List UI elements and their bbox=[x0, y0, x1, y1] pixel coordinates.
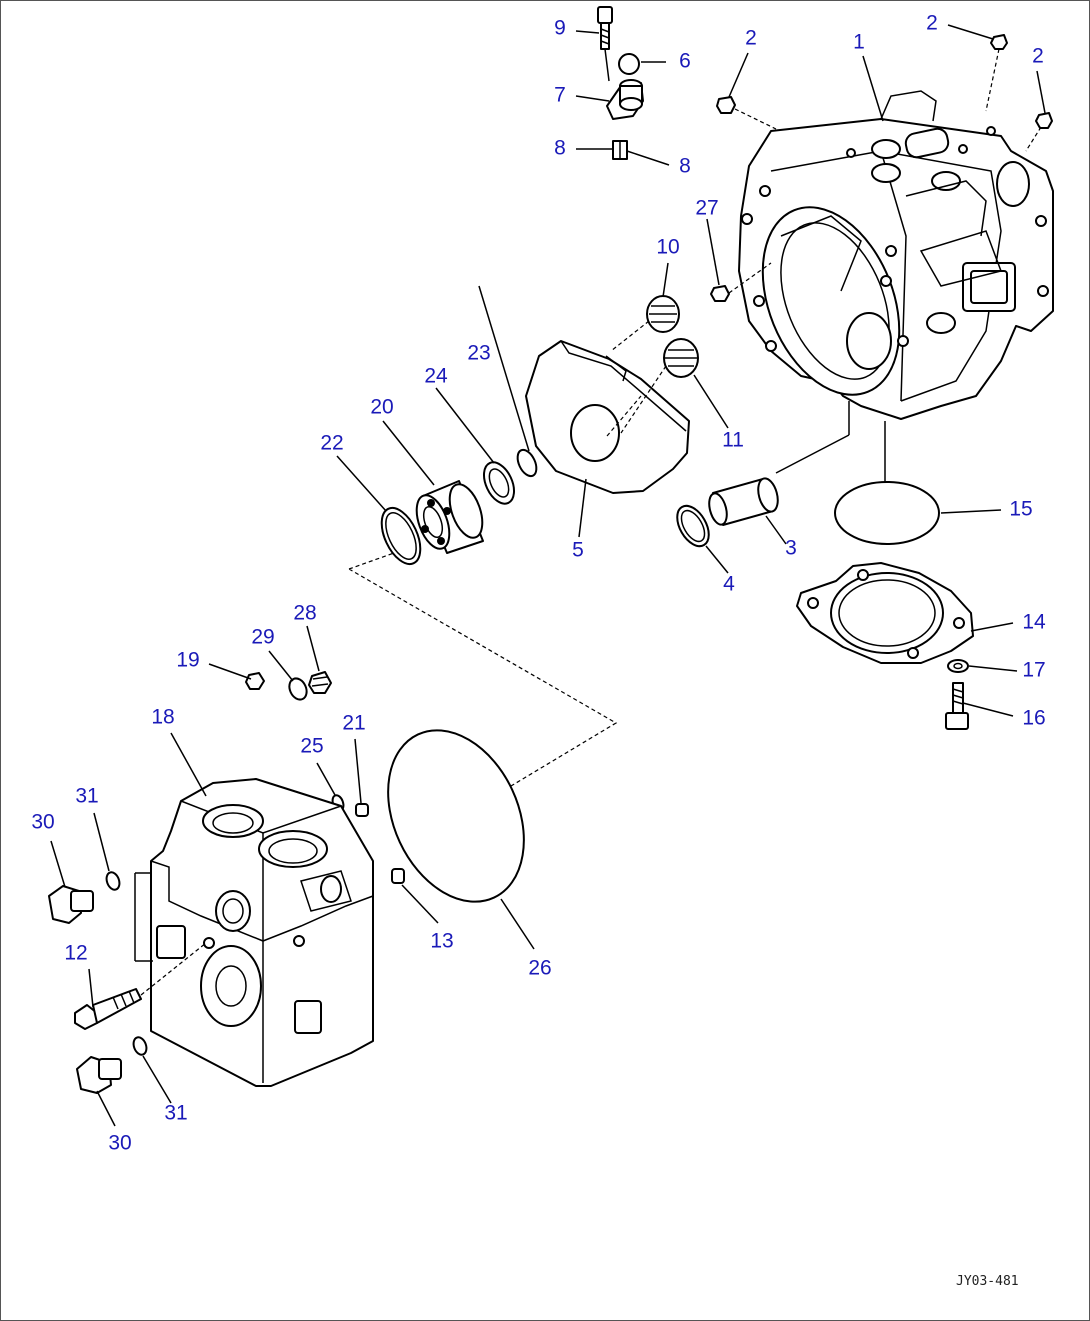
pump-case-part-1 bbox=[738, 90, 1054, 420]
callout-31: 31 bbox=[164, 1102, 187, 1125]
callout-6: 6 bbox=[679, 50, 691, 73]
pin-part-13 bbox=[391, 868, 405, 884]
plug-part-2 bbox=[716, 34, 1053, 152]
bracket-part-7 bbox=[606, 79, 644, 120]
callout-3: 3 bbox=[785, 537, 797, 560]
pin-part-8 bbox=[612, 140, 628, 160]
callout-1: 1 bbox=[853, 31, 865, 54]
callout-13: 13 bbox=[430, 930, 453, 953]
callout-labels: 9 6 7 8 8 2 2 2 1 27 10 11 23 24 20 22 5… bbox=[31, 12, 1046, 1155]
bolt-part-16 bbox=[945, 682, 969, 730]
plug-part-11 bbox=[663, 338, 699, 378]
o-ring-part-29 bbox=[288, 677, 308, 701]
callout-23: 23 bbox=[467, 342, 490, 365]
o-ring-part-26 bbox=[387, 729, 525, 903]
callout-15: 15 bbox=[1009, 498, 1032, 521]
ring-part-23 bbox=[516, 448, 538, 478]
plug-part-19 bbox=[245, 672, 265, 690]
callout-19: 19 bbox=[176, 649, 199, 672]
bolt-part-9 bbox=[597, 6, 613, 82]
drawing-code: JY03-481 bbox=[956, 1274, 1019, 1289]
snap-ring-part-22 bbox=[380, 506, 422, 566]
callout-30: 30 bbox=[108, 1132, 131, 1155]
callout-30: 30 bbox=[31, 811, 54, 834]
callout-9: 9 bbox=[554, 17, 566, 40]
plug-part-27 bbox=[710, 262, 772, 302]
plug-part-30-upper bbox=[48, 885, 94, 924]
callout-7: 7 bbox=[554, 84, 566, 107]
callout-26: 26 bbox=[528, 957, 551, 980]
callout-17: 17 bbox=[1022, 659, 1045, 682]
callout-2: 2 bbox=[745, 27, 757, 50]
bolt-part-12 bbox=[74, 942, 207, 1030]
callout-11: 11 bbox=[722, 429, 744, 452]
callout-8: 8 bbox=[554, 137, 566, 160]
callout-29: 29 bbox=[251, 626, 274, 649]
sleeve-part-3 bbox=[708, 477, 779, 526]
cover-plate-part-5 bbox=[525, 320, 690, 494]
pin-part-21 bbox=[355, 803, 369, 817]
plug-part-10 bbox=[646, 295, 680, 333]
callout-21: 21 bbox=[342, 712, 365, 735]
ball-part-6 bbox=[618, 53, 640, 75]
callout-5: 5 bbox=[572, 539, 584, 562]
callout-27: 27 bbox=[695, 197, 718, 220]
bearing-part-20 bbox=[415, 480, 484, 554]
callout-8: 8 bbox=[679, 155, 691, 178]
ring-part-4 bbox=[676, 504, 710, 548]
callout-18: 18 bbox=[151, 706, 174, 729]
callout-20: 20 bbox=[370, 396, 393, 419]
callout-10: 10 bbox=[656, 236, 679, 259]
callout-31: 31 bbox=[75, 785, 98, 808]
callout-14: 14 bbox=[1022, 611, 1046, 634]
o-ring-part-15 bbox=[834, 421, 940, 545]
bearing-part-24 bbox=[482, 461, 516, 505]
callout-24: 24 bbox=[424, 365, 448, 388]
plug-part-28 bbox=[308, 671, 332, 694]
plug-part-30-lower bbox=[76, 1056, 122, 1094]
gasket-part-14 bbox=[796, 562, 974, 664]
o-ring-part-31-upper bbox=[105, 871, 121, 891]
callout-2: 2 bbox=[1032, 45, 1044, 68]
o-ring-part-31-lower bbox=[132, 1036, 148, 1056]
callout-16: 16 bbox=[1022, 707, 1045, 730]
callout-28: 28 bbox=[293, 602, 316, 625]
callout-25: 25 bbox=[300, 735, 323, 758]
callout-22: 22 bbox=[320, 432, 343, 455]
leader-lines bbox=[50, 24, 1046, 1127]
callout-2: 2 bbox=[926, 12, 938, 35]
valve-body-part-18 bbox=[150, 778, 374, 1087]
callout-4: 4 bbox=[723, 573, 735, 596]
callout-12: 12 bbox=[64, 942, 87, 965]
washer-part-17 bbox=[947, 659, 969, 673]
